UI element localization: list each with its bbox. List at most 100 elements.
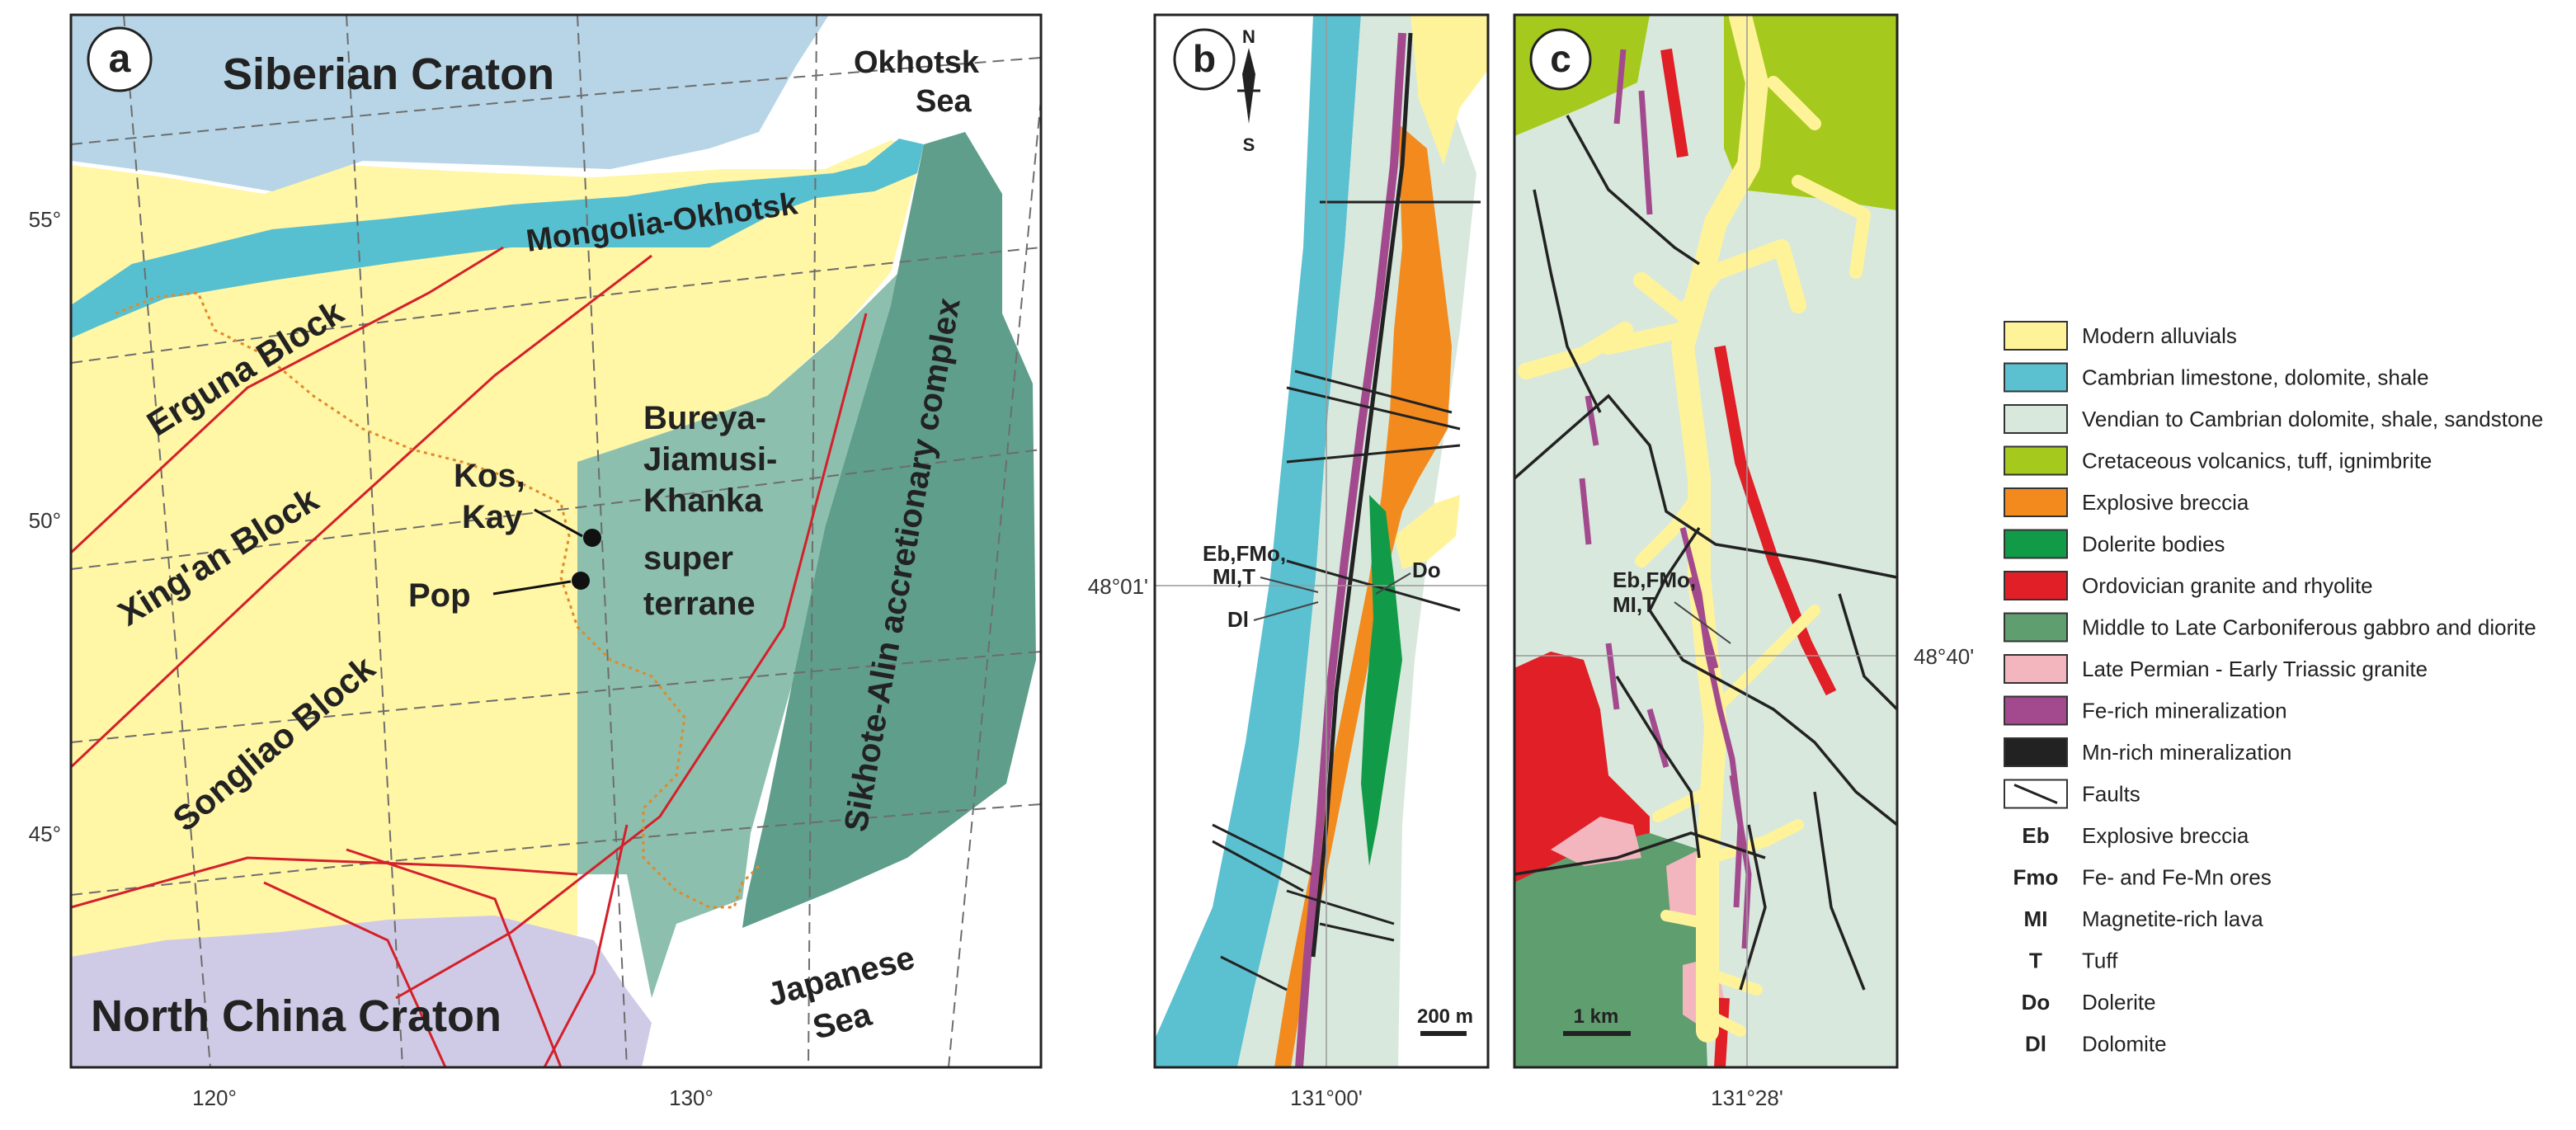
legend-label: Middle to Late Carboniferous gabbro and … — [2082, 615, 2536, 640]
marker-kos-kay — [583, 529, 601, 547]
scale-c-bar — [1563, 1031, 1631, 1036]
unit-alluvials-c — [1518, 15, 1871, 1043]
legend-abbrev-label: Fe- and Fe-Mn ores — [2082, 865, 2272, 890]
legend-label: Modern alluvials — [2082, 323, 2237, 348]
panel-a-letter: a — [109, 37, 131, 81]
marker-pop — [572, 572, 590, 590]
legend-label: Fe-rich mineralization — [2082, 699, 2287, 723]
label-b-mi: MI,T — [1213, 564, 1255, 589]
label-b-dl: Dl — [1227, 607, 1249, 632]
label-bureya-1: Bureya- — [643, 400, 766, 436]
region-bureya-terrane — [577, 272, 899, 998]
unit-alluvial-middle — [1394, 495, 1460, 569]
unit-alluvial-north — [1410, 15, 1488, 165]
label-b-do: Do — [1412, 558, 1441, 582]
panel-a-map: Siberian Craton Okhotsk Sea Mongolia-Okh… — [29, 13, 1043, 1110]
label-okhotsk-sea-2: Sea — [916, 84, 972, 119]
north-label: N — [1242, 26, 1255, 47]
label-siberian-craton: Siberian Craton — [223, 49, 554, 99]
unit-fe-mineralization-c — [1579, 49, 1752, 949]
legend-label: Late Permian - Early Triassic granite — [2082, 657, 2428, 681]
unit-fe-mineralization — [1295, 32, 1406, 1067]
legend-abbrev-code: MI — [2024, 906, 2048, 931]
unit-carboniferous-gabbro — [1514, 833, 1707, 1067]
label-c-mi: MI,T — [1613, 592, 1655, 617]
lat-tick-50: 50° — [29, 508, 61, 533]
lon-tick-120: 120° — [192, 1085, 237, 1110]
panel-c-letter: c — [1550, 37, 1571, 80]
lat-tick-c: 48°40' — [1914, 644, 1974, 669]
legend-abbrev-code: Do — [2022, 990, 2051, 1015]
panel-b-map: Eb,FMo, MI,T Dl Do N S 200 m b 48°01' 13… — [1088, 13, 1490, 1110]
lon-tick-130: 130° — [669, 1085, 713, 1110]
panel-b-letter: b — [1193, 37, 1216, 80]
legend-label: Vendian to Cambrian dolomite, shale, san… — [2082, 407, 2543, 431]
lat-tick-b: 48°01' — [1088, 574, 1148, 599]
graticule — [71, 15, 1041, 1067]
legend-abbrev-code: T — [2029, 949, 2042, 973]
pointer-b-do — [1375, 572, 1411, 595]
unit-mn-mineralization — [1311, 32, 1413, 958]
unit-dolerite — [1361, 495, 1402, 866]
panel-b-badge — [1173, 28, 1236, 91]
unit-cambrian-limestone — [1155, 15, 1361, 1067]
legend-swatch — [2004, 321, 2068, 351]
legend-abbrev-code: Dl — [2025, 1032, 2046, 1057]
unit-permian-granite-1 — [1551, 817, 1641, 866]
label-c-eb: Eb,FMo, — [1613, 567, 1696, 592]
legend-abbrev-label: Tuff — [2082, 949, 2118, 973]
legend-label: Dolerite bodies — [2082, 532, 2225, 557]
legend-fault-symbol — [2013, 784, 2058, 804]
legend-label: Faults — [2082, 782, 2140, 807]
region-north-china-craton — [71, 916, 652, 1067]
legend-abbrev-label: Dolomite — [2082, 1032, 2167, 1057]
label-pop: Pop — [408, 577, 471, 614]
pointer-c-eb — [1674, 601, 1731, 644]
panel-c-map: Eb,FMo, MI,T 1 km c 48°40' 131°28' — [1513, 13, 1974, 1110]
legend-abbrev-label: Dolerite — [2082, 990, 2156, 1015]
label-bureya-2: Jiamusi- — [643, 441, 777, 478]
south-label: S — [1243, 134, 1255, 155]
region-mongolia-okhotsk — [71, 139, 924, 338]
panel-c-badge — [1529, 28, 1592, 91]
pointer-b-eb — [1260, 577, 1319, 593]
legend-swatch — [2004, 487, 2068, 517]
legend-label: Cretaceous volcanics, tuff, ignimbrite — [2082, 449, 2432, 473]
label-bureya-5: terrane — [643, 586, 756, 622]
faults-c — [1514, 115, 1897, 991]
legend-swatch — [2004, 737, 2068, 767]
legend-swatch — [2004, 404, 2068, 434]
label-bureya-4: super — [643, 540, 733, 577]
pointer-pop — [492, 580, 572, 596]
lon-tick-b: 131°00' — [1290, 1085, 1363, 1110]
legend-swatch — [2004, 362, 2068, 393]
lon-tick-c: 131°28' — [1711, 1085, 1783, 1110]
legend-abbrev-code: Fmo — [2013, 865, 2059, 890]
legend-label: Ordovician granite and rhyolite — [2082, 573, 2373, 598]
scale-b-label: 200 m — [1417, 1005, 1473, 1028]
label-kos-kay-1: Kos, — [454, 458, 525, 494]
legend-abbrev-label: Magnetite-rich lava — [2082, 906, 2263, 931]
lat-tick-45: 45° — [29, 822, 61, 846]
pointer-b-dl — [1253, 601, 1319, 621]
pointer-kos-kay — [534, 508, 583, 538]
panel-b-frame — [1153, 13, 1490, 1069]
label-kos-kay-2: Kay — [462, 499, 523, 535]
unit-ordovician-dykes — [1660, 48, 1837, 1067]
region-siberian-craton — [71, 15, 829, 191]
panel-a-frame — [69, 13, 1043, 1069]
label-north-china-craton: North China Craton — [91, 991, 502, 1041]
legend-label: Cambrian limestone, dolomite, shale — [2082, 365, 2429, 390]
label-okhotsk-sea-1: Okhotsk — [854, 45, 980, 80]
label-b-eb: Eb,FMo, — [1203, 541, 1286, 566]
panel-c-frame — [1513, 13, 1899, 1069]
scale-b-bar — [1420, 1031, 1467, 1036]
panel-a-badge — [87, 26, 153, 92]
faults-red — [71, 246, 868, 1067]
legend-swatch — [2004, 445, 2068, 476]
legend-swatch — [2004, 571, 2068, 600]
north-arrow: N S — [1237, 26, 1260, 155]
lat-tick-55: 55° — [29, 207, 61, 232]
legend-abbrev-code: Eb — [2022, 823, 2049, 848]
